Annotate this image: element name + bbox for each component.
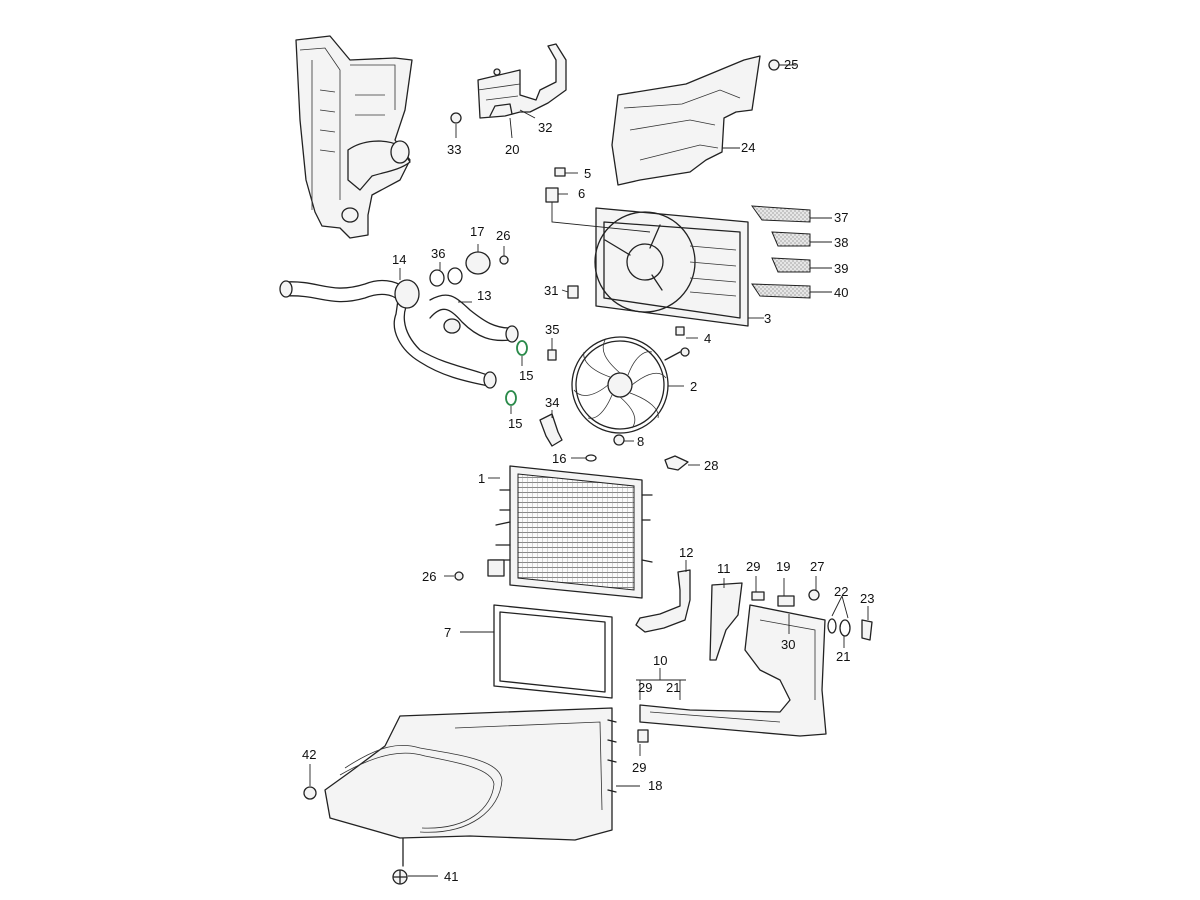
callout-37: 37 (834, 210, 848, 225)
leader-lines (309, 64, 869, 877)
callout-25: 25 (784, 57, 798, 72)
air-duct-part-24 (611, 55, 761, 186)
callout-6: 6 (578, 186, 585, 201)
bracket-part-32 (477, 43, 567, 119)
callout-3: 3 (764, 311, 771, 326)
callout-35: 35 (545, 322, 559, 337)
callout-17: 17 (470, 224, 484, 239)
seal-rings (429, 251, 528, 406)
callout-4: 4 (704, 331, 711, 346)
callout-7: 7 (444, 625, 451, 640)
clip-parts (637, 591, 873, 743)
callout-34: 34 (545, 395, 559, 410)
callout-labels: 25 32 33 20 24 5 6 37 38 39 40 3 17 26 3… (302, 57, 874, 884)
callout-12: 12 (679, 545, 693, 560)
callout-29b: 29 (638, 680, 652, 695)
callout-8: 8 (637, 434, 644, 449)
coolant-hose-part-13 (429, 294, 519, 343)
fan-shroud-part-3 (567, 207, 749, 327)
callout-41: 41 (444, 869, 458, 884)
callout-38: 38 (834, 235, 848, 250)
callout-18: 18 (648, 778, 662, 793)
callout-26b: 26 (422, 569, 436, 584)
callout-36: 36 (431, 246, 445, 261)
callout-33: 33 (447, 142, 461, 157)
cooling-fan-part-2 (571, 336, 681, 434)
callout-32: 32 (538, 120, 552, 135)
callout-13: 13 (477, 288, 491, 303)
callout-29c: 29 (632, 760, 646, 775)
callout-15a: 15 (519, 368, 533, 383)
callout-24: 24 (741, 140, 755, 155)
callout-19: 19 (776, 559, 790, 574)
callout-22: 22 (834, 584, 848, 599)
callout-15b: 15 (508, 416, 522, 431)
callout-20: 20 (505, 142, 519, 157)
callout-26a: 26 (496, 228, 510, 243)
callout-1: 1 (478, 471, 485, 486)
radiator-seal-frame-part-7 (493, 604, 613, 699)
callout-31: 31 (544, 283, 558, 298)
air-guide-part-10 (639, 604, 827, 737)
callout-23: 23 (860, 591, 874, 606)
callout-21b: 21 (666, 680, 680, 695)
underbody-panel-part-18 (324, 707, 617, 841)
callout-39: 39 (834, 261, 848, 276)
elbow-connector-part-34 (539, 413, 563, 447)
callout-42: 42 (302, 747, 316, 762)
fastener-parts (303, 59, 820, 885)
callout-11: 11 (717, 561, 731, 576)
callout-40: 40 (834, 285, 848, 300)
callout-27: 27 (810, 559, 824, 574)
coolant-hose-part-14 (279, 279, 497, 389)
radiator-part-1 (487, 465, 653, 599)
cap-parts (585, 454, 689, 471)
bracket-part-11 (709, 582, 743, 661)
callout-29a: 29 (746, 559, 760, 574)
callout-16: 16 (552, 451, 566, 466)
filter-pads (750, 205, 811, 299)
callout-30: 30 (781, 637, 795, 652)
callout-14: 14 (392, 252, 406, 267)
callout-21a: 21 (836, 649, 850, 664)
callout-5: 5 (584, 166, 591, 181)
engine-housing-assembly (295, 35, 413, 239)
callout-10: 10 (653, 653, 667, 668)
callout-28: 28 (704, 458, 718, 473)
callout-2: 2 (690, 379, 697, 394)
bracket-part-12 (635, 569, 691, 633)
